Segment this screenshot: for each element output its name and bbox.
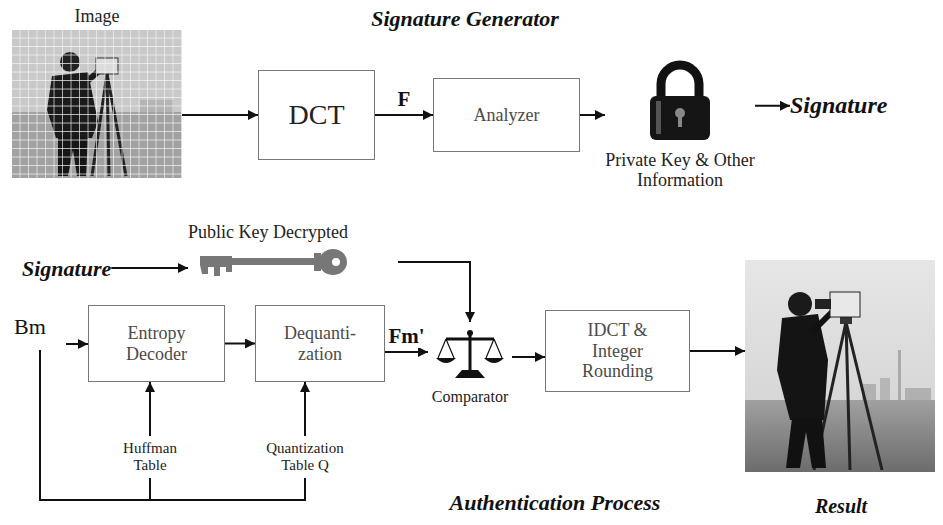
- photo-legs: [786, 418, 826, 468]
- photo-lens: [815, 299, 831, 309]
- connector-arrow: [182, 114, 258, 116]
- photo-tripod: [846, 322, 850, 470]
- input-photo: [12, 30, 182, 178]
- process-box: Dequanti- zation: [255, 305, 385, 382]
- connector-arrow: [690, 350, 745, 352]
- photo-camera: [830, 292, 860, 317]
- photo-sky: [745, 260, 935, 472]
- photo-ground: [745, 400, 935, 472]
- connector-arrow: [304, 382, 306, 436]
- node-text: Quantization Table Q: [262, 440, 348, 475]
- node-text: Result: [745, 495, 937, 518]
- photo-sky: [12, 30, 182, 178]
- section-title: Signature Generator: [371, 6, 559, 31]
- key-hole: [332, 258, 340, 266]
- key-bow: [319, 249, 347, 275]
- scales-pan: [436, 358, 456, 363]
- scales-base: [455, 370, 485, 378]
- node-text: IDCT & Integer Rounding: [576, 320, 659, 382]
- section-title: Authentication Process: [450, 490, 661, 515]
- scales-beam: [446, 338, 494, 341]
- scales-string: [446, 339, 454, 358]
- key-node: Public Key Decrypted: [188, 220, 398, 282]
- process-box: Entropy Decoder: [88, 305, 225, 382]
- connector-arrow: [385, 351, 428, 353]
- node-text: Signature: [22, 256, 111, 281]
- scales-node: Comparator: [428, 322, 512, 408]
- photo-buildings: [880, 378, 890, 402]
- connector-arrow: [111, 267, 188, 269]
- connector-arrow: [375, 114, 433, 116]
- process-box: IDCT & Integer Rounding: [545, 310, 690, 392]
- node-text: Huffman Table: [115, 440, 185, 475]
- scales-string: [494, 339, 502, 358]
- process-box: Analyzer: [433, 78, 580, 152]
- photo-tower: [898, 350, 901, 402]
- node-text: Private Key & Other Information: [605, 150, 755, 191]
- lock-body: [650, 96, 710, 140]
- node-text: Public Key Decrypted: [188, 222, 398, 243]
- lock-node: Private Key & Other Information: [605, 58, 755, 193]
- bitstream-node: Bm: [14, 312, 66, 350]
- connector-arrow: [755, 105, 790, 107]
- lock-keyhole: [678, 113, 682, 127]
- lock-shackle: [661, 65, 699, 100]
- process-box: DCT: [258, 70, 375, 160]
- photo-buildings: [905, 388, 931, 402]
- output-word: Signature: [790, 90, 887, 122]
- lock-icon: [650, 65, 710, 140]
- key-shaft: [230, 258, 320, 265]
- input-word: Signature: [22, 254, 111, 283]
- block-grid: [12, 30, 182, 178]
- connector-arrow: [225, 343, 255, 345]
- edge-label: F: [396, 88, 413, 111]
- lock-highlight: [656, 101, 661, 134]
- node-text: Analyzer: [440, 105, 573, 126]
- node-text: Entropy Decoder: [103, 323, 210, 364]
- node-text: Bm: [14, 314, 66, 339]
- node-text: Image: [12, 6, 182, 27]
- node-text: Dequanti- zation: [270, 323, 370, 364]
- key-bit: [200, 256, 232, 276]
- photo-figure: [777, 314, 828, 420]
- output-photo: [745, 260, 935, 472]
- edge-label: Fm': [386, 325, 426, 348]
- connector-arrow: [580, 114, 605, 116]
- photo-node: Result: [745, 258, 937, 520]
- photo-tripod: [846, 322, 882, 470]
- connector-arrow: [149, 382, 151, 436]
- scales-string: [486, 339, 494, 358]
- scales-string: [438, 339, 446, 358]
- key-icon: [200, 249, 347, 276]
- scales-pan: [484, 358, 504, 363]
- connector-arrow: [398, 262, 470, 322]
- node-text: Signature: [790, 92, 887, 120]
- photo-node: Image: [12, 4, 182, 180]
- photo-head: [788, 292, 812, 316]
- table-node: Huffman Table: [115, 436, 185, 478]
- connector-arrow: [512, 356, 545, 358]
- photo-arm: [812, 312, 832, 332]
- scales-icon: [436, 330, 504, 378]
- node-text: DCT: [265, 99, 368, 131]
- node-text: Comparator: [428, 388, 512, 406]
- table-node: Quantization Table Q: [262, 436, 348, 478]
- connector-arrow: [66, 343, 88, 345]
